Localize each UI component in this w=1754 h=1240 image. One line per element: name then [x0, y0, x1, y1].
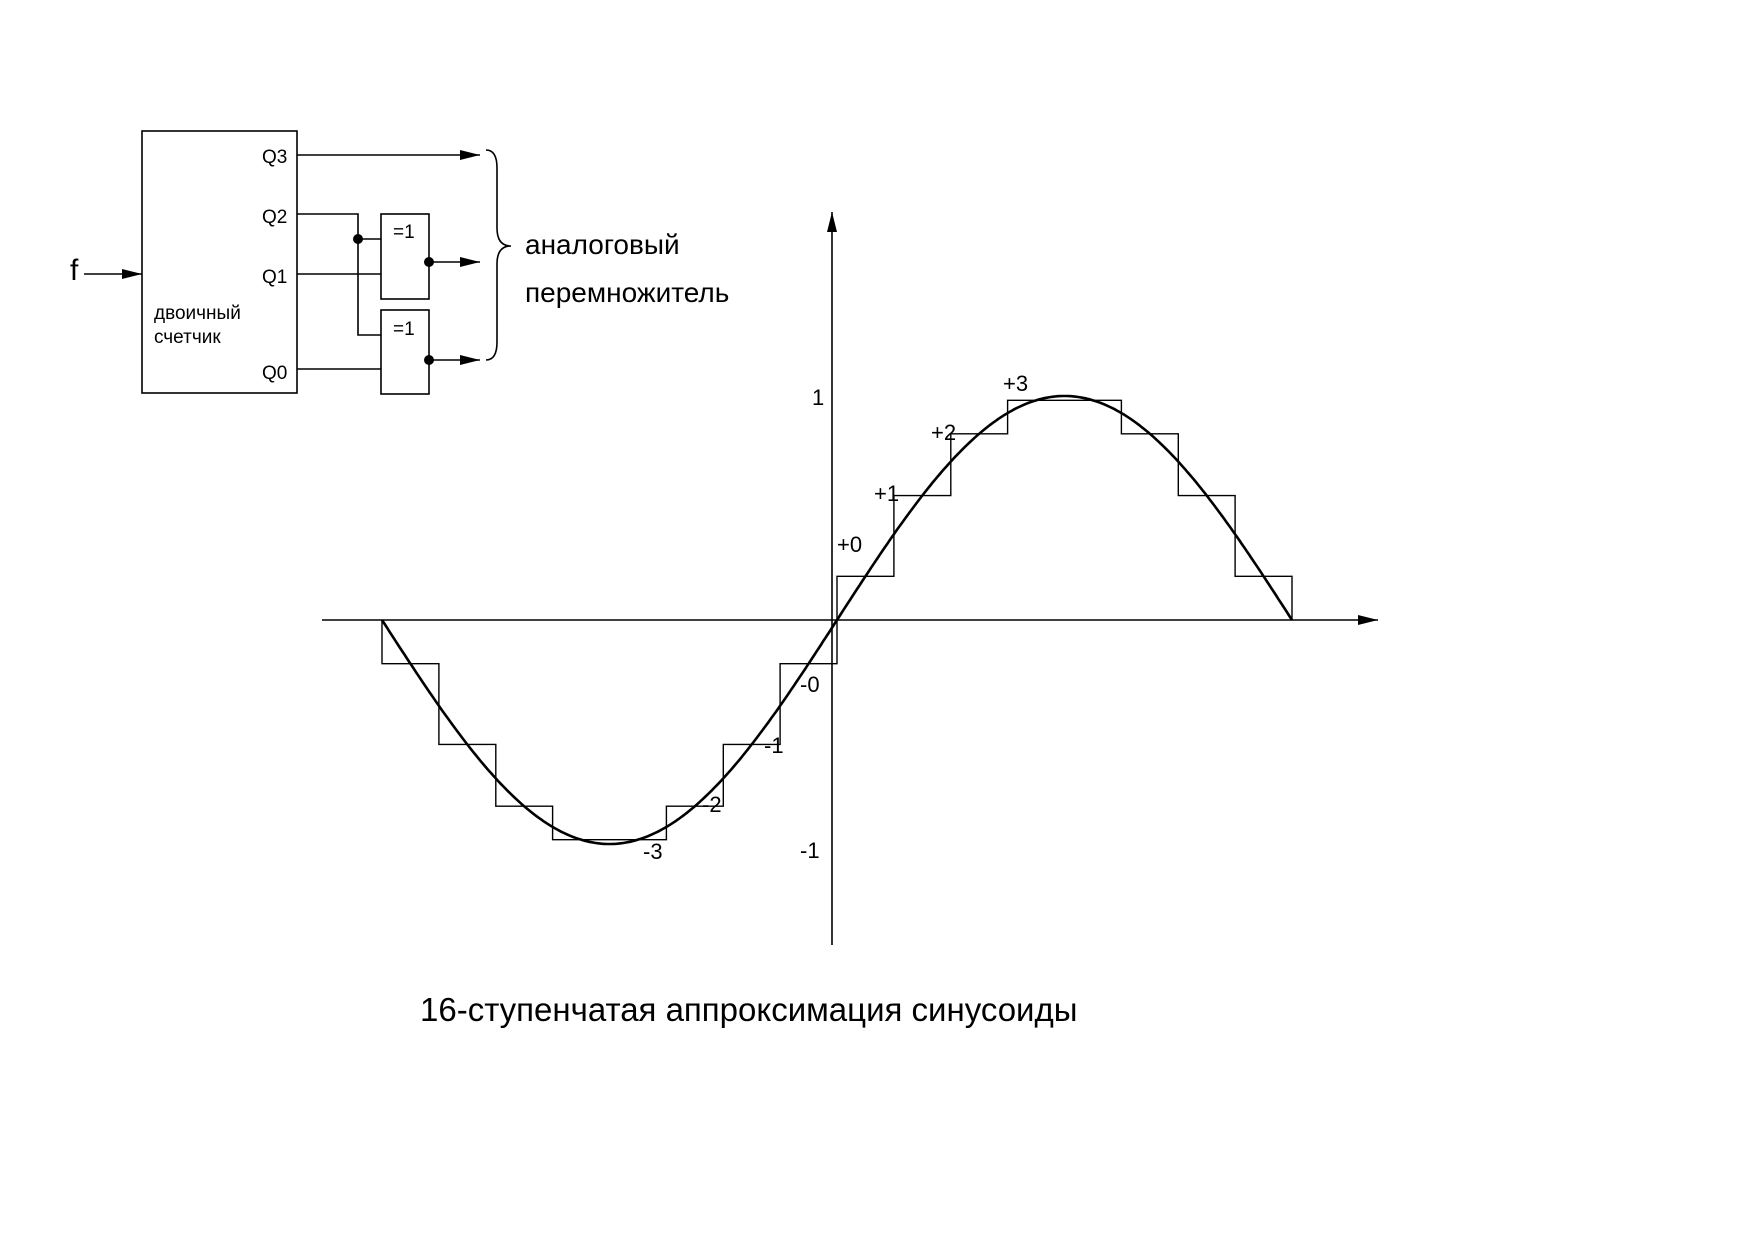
output-label-q2: Q2 — [262, 207, 287, 228]
xor-gate-2-output-dot — [424, 355, 434, 365]
figure-caption: 16-ступенчатая аппроксимация синусоиды — [420, 991, 1077, 1028]
clock-input-label: f — [70, 254, 79, 287]
xor-gate-2-box — [380, 309, 430, 395]
step-label-minus0: -0 — [800, 672, 820, 697]
multiplier-brace — [485, 149, 512, 361]
step-label-plus2: +2 — [931, 420, 956, 445]
step-label-plus0: +0 — [837, 532, 862, 557]
counter-name-line1: двоичный — [154, 303, 241, 324]
step-label-minus2: -2 — [702, 792, 722, 817]
step-label-plus3: +3 — [1003, 371, 1028, 396]
xor-gate-2: =1 — [380, 309, 434, 395]
output-label-q3: Q3 — [262, 147, 287, 168]
binary-counter-block: двоичный счетчик Q3 Q2 Q1 Q0 — [141, 130, 298, 394]
counter-name-line2: счетчик — [154, 327, 221, 348]
y-tick-label-plus1: 1 — [812, 385, 824, 410]
step-label-minus1: -1 — [764, 733, 784, 758]
output-label-q1: Q1 — [262, 267, 287, 288]
multiplier-label-line1: аналоговый — [525, 229, 680, 260]
xor-gate-2-label: =1 — [393, 319, 415, 340]
output-label-q0: Q0 — [262, 363, 287, 384]
sine-graph: 1 -1 +0 +1 +2 +3 -0 -1 -2 -3 — [322, 212, 1378, 945]
y-tick-label-minus1: -1 — [800, 838, 820, 863]
wiring — [297, 150, 480, 370]
xor-gate-1-output-dot — [424, 257, 434, 267]
sine-curve — [380, 394, 1294, 846]
q2-junction-dot — [353, 234, 363, 244]
step-label-minus3: -3 — [643, 839, 663, 864]
counter-box — [141, 130, 298, 394]
xor-gate-1: =1 — [380, 213, 434, 300]
multiplier-label-line2: перемножитель — [525, 277, 729, 308]
step-label-plus1: +1 — [874, 481, 899, 506]
xor-gate-1-label: =1 — [393, 222, 415, 243]
xor-gate-1-box — [380, 213, 430, 300]
